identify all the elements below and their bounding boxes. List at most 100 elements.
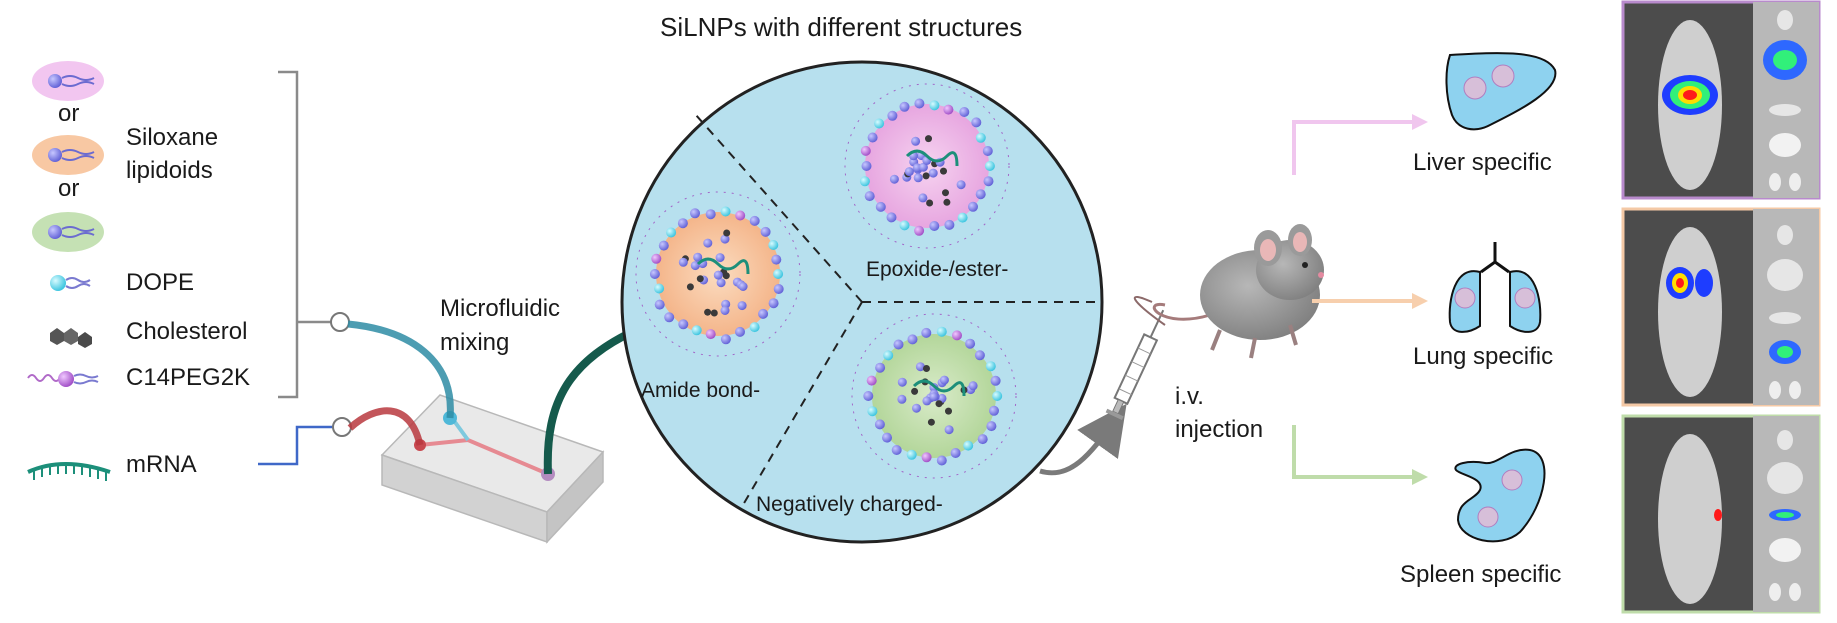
lipid-head [929,100,940,111]
spleen-arrowhead [1412,469,1428,485]
inlet-port-mrna [332,417,352,437]
liver-imaging-panel [1621,0,1821,200]
lipid-head [773,269,784,279]
lipid-head [735,210,746,221]
lipid-head [768,240,779,250]
core-particle [723,229,731,237]
core-particle [956,180,966,190]
core-particle [904,167,914,177]
lipid-head [891,445,902,455]
core-particle [929,392,939,402]
nanoparticle-negative [851,313,1017,479]
core-particle [696,275,704,283]
lipid-head [899,220,910,231]
lipid-head [893,339,904,350]
siloxane-lipid-green-icon [32,212,104,252]
lung-imaging-panel [1621,207,1821,407]
lipid-head [899,101,910,112]
inlet-port-lipid [330,312,350,332]
core-particle [944,425,954,435]
lipid-head [929,221,940,231]
lipid-head [866,375,877,386]
syringe-line [1133,295,1166,326]
lipid-head [883,350,894,361]
lipid-head [664,312,675,323]
lipid-head [861,161,872,171]
lipid-head [649,269,660,279]
lung-icon [1448,242,1542,333]
liver-icon [1445,52,1557,131]
siloxane-lipid-pink-icon [32,61,104,101]
core-particle [968,381,978,391]
mrna-strand [912,379,966,397]
lipid-head [666,227,677,238]
lipid-head [983,176,994,187]
core-particle [927,418,935,426]
lipid-head [749,215,760,226]
liver-arrowhead [1412,114,1428,130]
lipid-head [768,298,779,309]
lipid-head [971,117,982,128]
lipid-head [886,212,897,223]
liver-specific-label: Liver specific [1413,149,1552,176]
core-particle [897,394,907,404]
microfluidic-label-line1: Microfluidic [440,295,561,322]
core-particle [720,234,730,244]
core-particle [686,283,694,291]
lipid-head [887,110,898,121]
lipid-head [863,391,874,401]
lipid-head [907,334,918,345]
lipid-head [906,449,917,460]
core-particle [693,252,703,262]
delivery-arrow [1039,403,1127,476]
dope-label: DOPE [126,269,195,296]
lipid-head [986,421,997,432]
injection-label-line1: i.v. [1175,383,1204,410]
core-particle [889,174,899,184]
mrna-connector [258,425,334,466]
core-particle [713,270,723,280]
core-particle [918,162,928,172]
core-particle [922,396,932,406]
lipid-head [965,338,976,349]
core-particle [738,282,748,291]
tube-lipid [347,320,454,419]
lipid-head [677,218,688,229]
core-particle [913,173,923,183]
siloxane-label-line2: lipidoids [126,157,213,184]
core-particle [926,199,934,207]
core-particle [710,309,718,317]
lipid-head [975,132,986,143]
microfluidic-chip [380,394,605,544]
or-label-2: or [58,175,80,202]
tube-output [543,324,642,475]
lipid-head [771,254,782,265]
lipid-head [705,209,716,220]
negatively-charged-label: Negatively charged- [756,493,943,516]
cholesterol-label: Cholesterol [126,318,248,345]
lipid-head [691,325,702,336]
microfluidic-label-line2: mixing [440,329,510,356]
lipid-head [968,201,978,212]
spleen-branch-arrow [1292,425,1412,479]
lipid-head [678,319,689,330]
lipid-head [760,226,771,237]
lipid-head [875,362,886,373]
lipid-head [690,208,700,219]
nanoparticle-epoxide [844,83,1010,249]
c14peg2k-icon [27,371,99,387]
core-particle [939,375,949,385]
figure-title: SiLNPs with different structures [660,12,1023,42]
core-particle [703,238,713,248]
core-particle [720,306,730,315]
core-particle [912,403,921,413]
core-particle [915,362,925,372]
core-particle [911,136,921,146]
lipid-head [654,299,665,310]
c14peg2k-label: C14PEG2K [126,364,251,391]
lipid-head [982,146,993,156]
core-particle [678,257,688,267]
mouse-illustration [1152,224,1324,359]
core-particle [911,387,919,395]
lipid-head [990,375,1001,386]
